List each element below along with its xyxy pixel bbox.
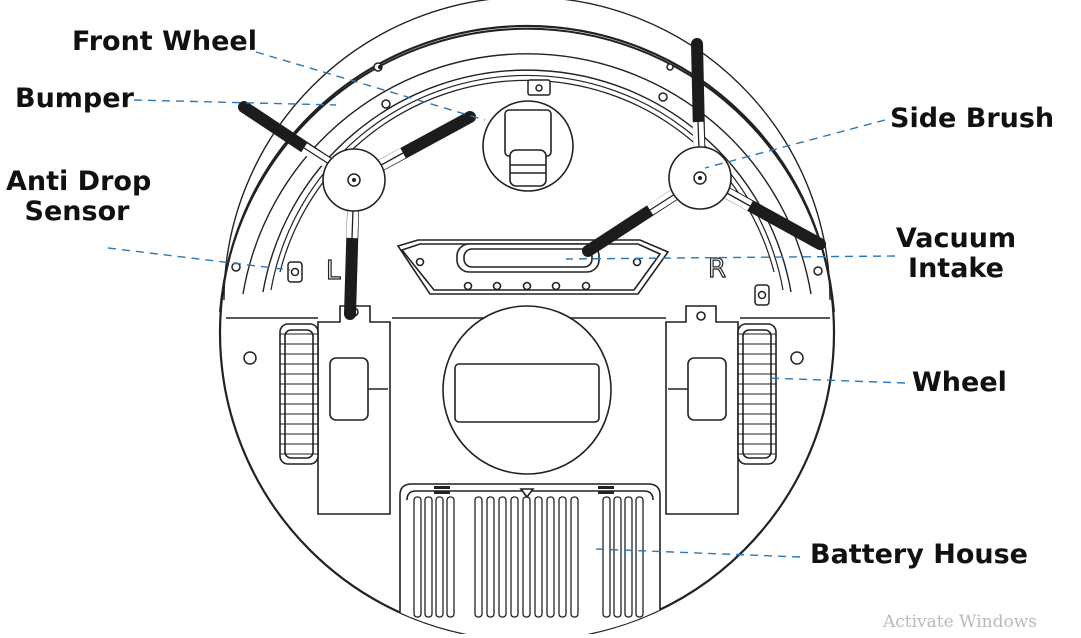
side-brush-right xyxy=(582,38,826,257)
right-wheel-tread xyxy=(738,333,776,455)
leader-side-brush xyxy=(704,119,886,169)
label-vacuum-intake: Vacuum Intake xyxy=(894,224,1018,284)
battery-vents xyxy=(413,496,644,618)
right-marker: R xyxy=(708,254,726,284)
leader-bumper xyxy=(133,99,337,106)
label-vacuum-line2: Intake xyxy=(908,253,1004,284)
label-anti-drop-line2: Sensor xyxy=(24,196,130,227)
center-compartment xyxy=(442,305,612,475)
label-anti-drop-sensor: Anti Drop Sensor xyxy=(6,166,152,227)
leader-wheel xyxy=(765,377,906,384)
left-marker: L xyxy=(326,256,341,286)
label-wheel: Wheel xyxy=(912,367,1007,398)
leader-battery-house xyxy=(595,548,801,558)
leader-anti-drop xyxy=(107,247,291,271)
bumper xyxy=(219,27,835,313)
label-anti-drop-line1: Anti Drop xyxy=(6,166,152,197)
leader-lines xyxy=(107,51,906,558)
leader-front-wheel xyxy=(255,51,486,121)
anti-drop-sensor-left xyxy=(287,261,303,283)
windows-activation-watermark: Activate Windows xyxy=(882,612,1037,632)
left-wheel xyxy=(279,305,391,515)
label-bumper: Bumper xyxy=(15,83,134,114)
left-wheel-tread xyxy=(280,333,318,455)
vacuum-intake xyxy=(396,239,670,295)
label-side-brush: Side Brush xyxy=(890,103,1055,134)
side-brush-left xyxy=(238,101,476,320)
anti-drop-sensor-right xyxy=(754,284,770,306)
front-wheel xyxy=(482,100,574,192)
label-battery-house: Battery House xyxy=(810,539,1028,570)
label-front-wheel: Front Wheel xyxy=(72,26,257,57)
label-vacuum-line1: Vacuum xyxy=(895,223,1017,254)
